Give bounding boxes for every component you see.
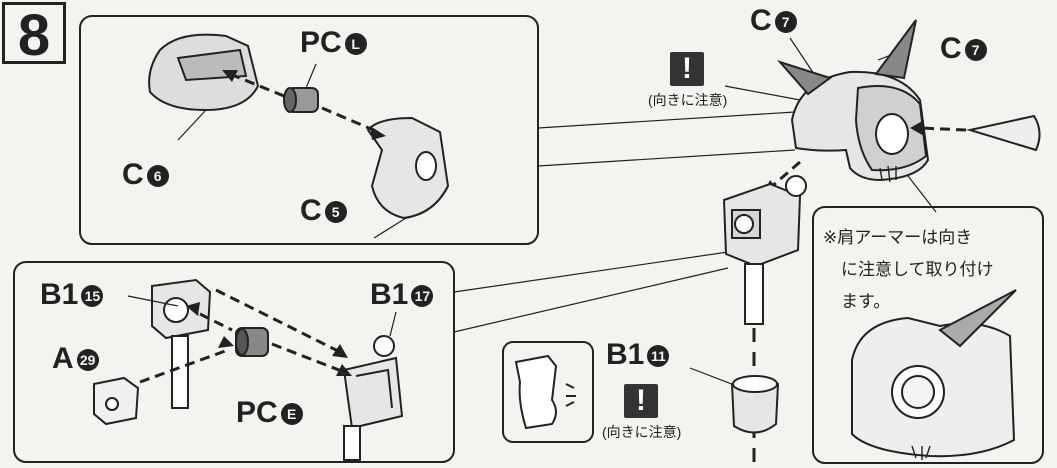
part-b1-15 — [151, 278, 212, 409]
part-pc-l — [283, 63, 319, 113]
shoulder-joint-block — [722, 175, 807, 325]
shoulder-armor-assembly — [776, 19, 930, 182]
warning-text: (向きに注意) — [648, 92, 728, 108]
warning-icon: ! — [670, 52, 704, 86]
orientation-warning-bottom: ! (向きに注意) — [602, 384, 682, 442]
part-c5 — [366, 116, 450, 239]
warning-text: (向きに注意) — [602, 424, 682, 440]
warning-icon: ! — [624, 384, 658, 418]
note-panel — [812, 206, 1044, 464]
part-c6 — [148, 33, 260, 141]
part-b1-11 — [730, 375, 780, 434]
lower-subassembly-panel — [13, 261, 455, 463]
part-c7-spike — [966, 114, 1041, 152]
note-line: に注意して取り付け — [841, 260, 994, 279]
note-illustration — [851, 289, 1017, 458]
note-line: ※肩アーマーは向き — [823, 228, 973, 247]
part-pc-e — [235, 327, 269, 357]
upper-subassembly-panel — [79, 15, 539, 245]
orientation-warning-top: ! (向きに注意) — [648, 52, 728, 110]
inset-part-outline — [514, 354, 576, 430]
step-number: 8 — [2, 2, 66, 67]
orientation-inset — [502, 341, 594, 443]
part-b1-17 — [342, 311, 404, 461]
part-a29 — [93, 376, 140, 426]
shoulder-armor-note: ※肩アーマーは向き に注意して取り付け ます。 — [823, 222, 1033, 318]
note-line: ます。 — [841, 292, 891, 311]
